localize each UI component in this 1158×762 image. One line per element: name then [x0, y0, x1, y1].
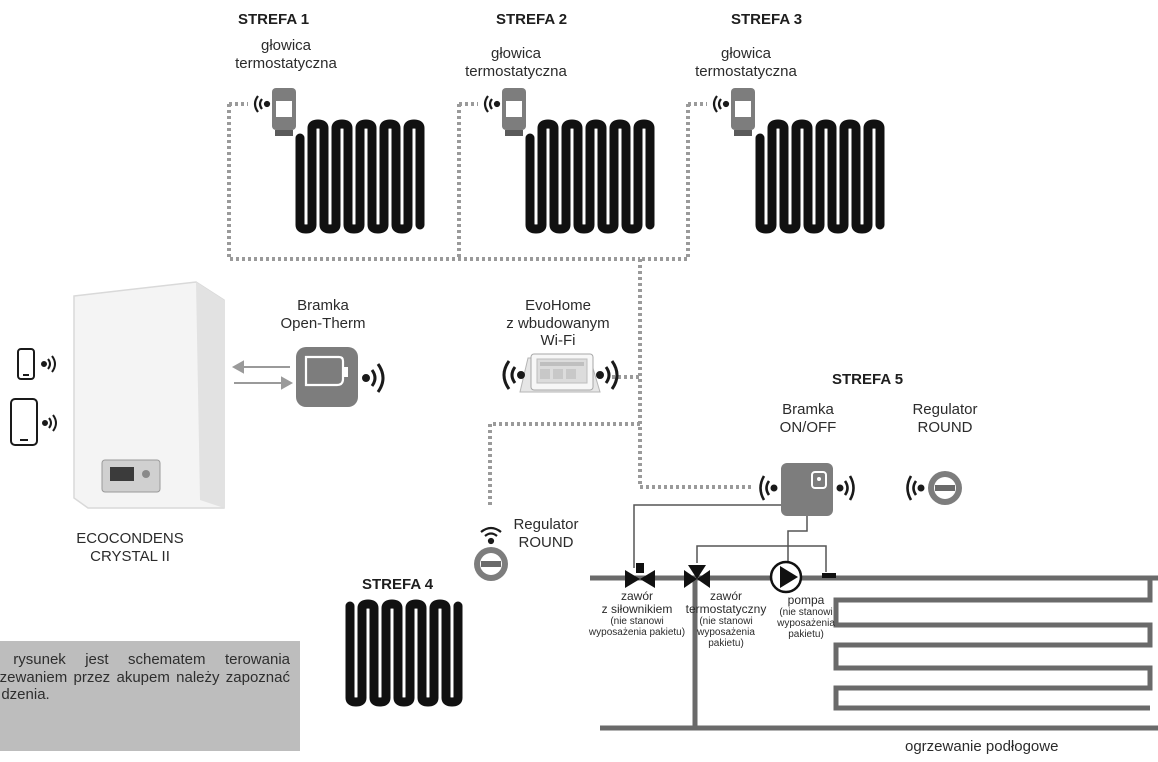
- thermostatic-valve-symbol: [684, 565, 710, 588]
- zone-1-title: STREFA 1: [238, 11, 310, 28]
- opentherm-gateway-device: [296, 347, 358, 407]
- pump-label: pompa (nie stanowi wyposażenia pakietu): [777, 593, 835, 641]
- actuator-valve-label: zawór z siłownikiem (nie stanowi wyposaż…: [588, 589, 686, 639]
- wireless-icon: [906, 475, 925, 501]
- wireless-icon: [253, 95, 730, 113]
- wireless-icon: [759, 475, 855, 501]
- regulator-round-device: [474, 547, 508, 581]
- control-wires: [633, 504, 827, 572]
- signal-lines: [227, 102, 752, 505]
- thermostatic-head-zone-1: [272, 88, 296, 136]
- zone-5-title: STREFA 5: [832, 371, 904, 388]
- note-box: ny rysunek jest schematem terowania ogrz…: [0, 641, 300, 751]
- regulator-round-zone5-device: [928, 471, 962, 505]
- thermostatic-valve-label: zawór termostatyczny (nie stanowi wyposa…: [685, 589, 767, 650]
- radiator-zone-1: [295, 119, 425, 234]
- radiator-zone-3: [755, 119, 885, 234]
- wireless-icon: [362, 363, 385, 393]
- actuator-valve-symbol: [625, 563, 655, 588]
- smartphone-icon: [17, 348, 35, 380]
- zone-2-title: STREFA 2: [496, 11, 568, 28]
- radiator-zone-2: [525, 119, 655, 234]
- note-text: ny rysunek jest schematem terowania ogrz…: [0, 651, 290, 704]
- pump-symbol: [769, 560, 803, 594]
- onoff-gateway-device: [781, 463, 833, 516]
- sensor-symbol: [822, 573, 836, 578]
- wireless-icon: [41, 355, 57, 432]
- thermostatic-head-zone-2: [502, 88, 526, 136]
- wireless-icon: [502, 360, 619, 390]
- connection-arrows: [231, 360, 294, 390]
- thermostatic-head-zone-3: [731, 88, 755, 136]
- tablet-icon: [10, 398, 38, 446]
- wifi-icon: [480, 526, 502, 545]
- boiler-illustration: [73, 281, 225, 509]
- pipes: [590, 575, 1158, 731]
- evohome-controller-device: [519, 353, 601, 393]
- zone-3-title: STREFA 3: [731, 11, 803, 28]
- radiator-zone-4: [345, 599, 463, 707]
- floor-heating-label: ogrzewanie podłogowe: [905, 738, 1059, 755]
- zone-4-title: STREFA 4: [362, 576, 434, 593]
